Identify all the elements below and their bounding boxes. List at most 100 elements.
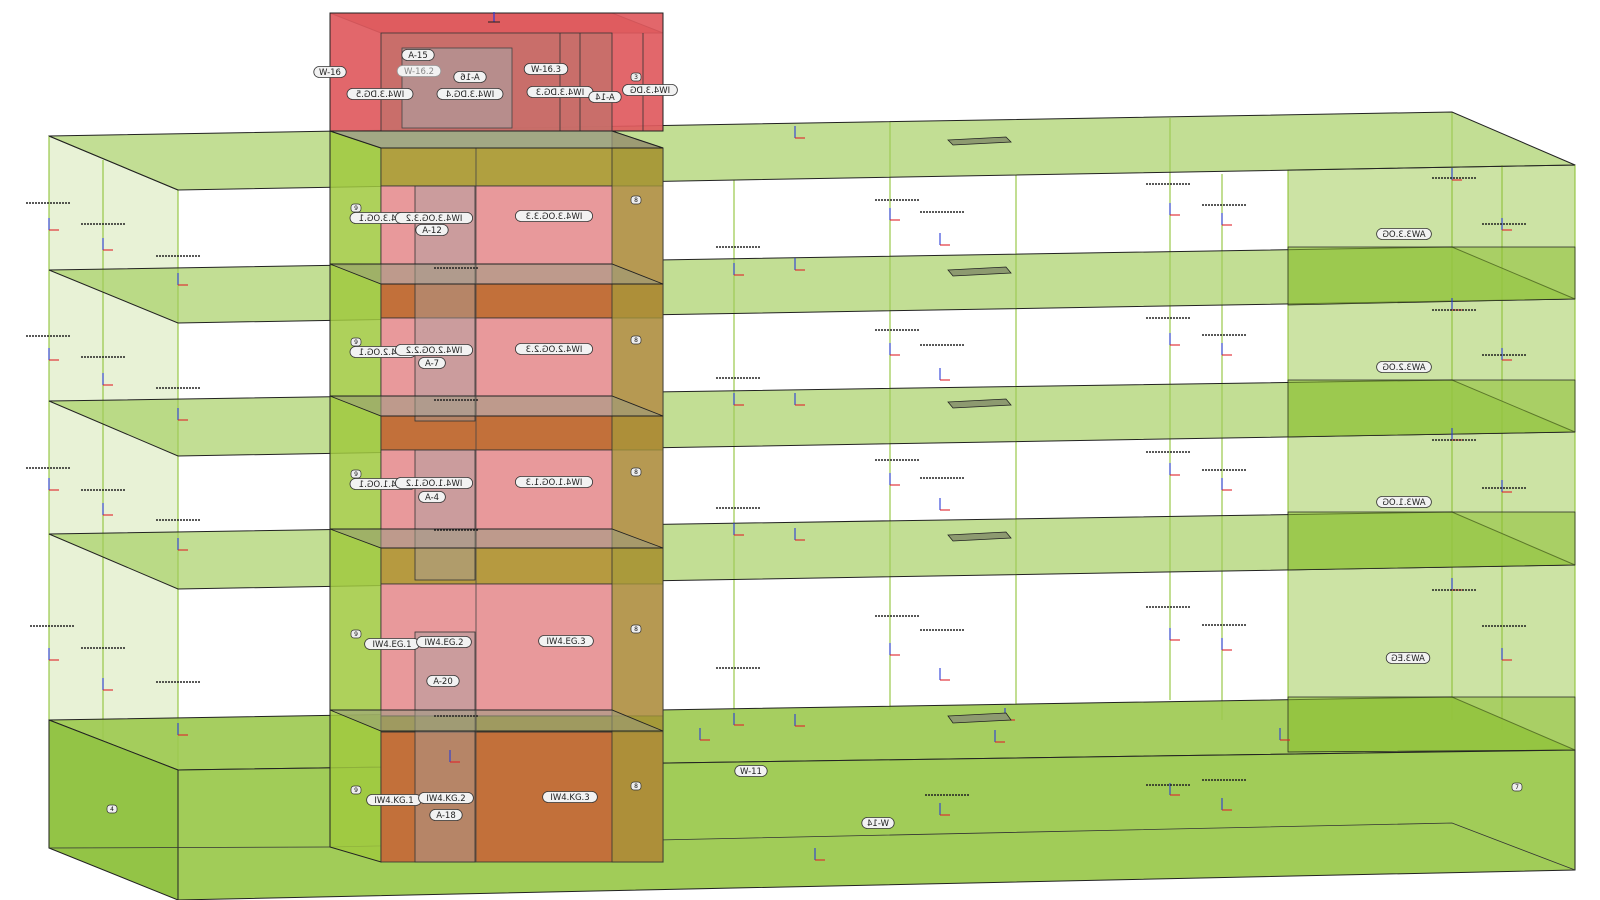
roof-structure [329, 12, 664, 149]
axis-marker [939, 668, 950, 681]
element-label-aweg[interactable]: AW3.EG [1385, 652, 1431, 665]
element-label-iw2og2[interactable]: IW4.2.OG.2.2 [394, 344, 473, 357]
element-label-text: IW4.KG.3 [550, 793, 589, 803]
element-label-text: IW4.2.OG.2.2 [406, 346, 463, 356]
axis-marker [177, 408, 188, 421]
element-label-text: W-11 [740, 767, 762, 777]
axis-marker [102, 373, 113, 386]
axis-marker [794, 393, 805, 406]
axis-marker [733, 393, 744, 406]
roof-stair-wall [401, 47, 513, 129]
axis-marker [48, 648, 59, 661]
element-label-text: IW4.3.DG.5 [356, 90, 404, 100]
element-label-iw3dg5[interactable]: IW4.3.DG.5 [346, 88, 414, 101]
element-tag-text: 9 [354, 339, 358, 346]
element-label-text: IW4.EG.2 [424, 638, 463, 648]
element-label-text: W-16 [319, 68, 341, 78]
element-label-iwkg1[interactable]: IW4.KG.1 [366, 794, 422, 807]
element-label-iw3dg4[interactable]: IW4.3.DG.4 [436, 88, 504, 101]
element-label-a12[interactable]: A-12 [415, 224, 449, 237]
left-end-wall [48, 135, 179, 771]
element-tag-text: 8 [634, 469, 638, 476]
element-tag[interactable]: 8 [630, 335, 642, 345]
element-label-a15[interactable]: A-15 [401, 49, 435, 62]
element-label-iw2og3[interactable]: IW4.2.OG.2.3 [515, 343, 594, 356]
element-label-text: IW4.1.OG.1.2 [406, 479, 463, 489]
element-label-w11[interactable]: W-11 [734, 765, 768, 778]
element-label-text: IW4.1.OG.1.3 [526, 478, 583, 488]
element-label-iwkg3[interactable]: IW4.KG.3 [542, 791, 598, 804]
axis-marker [794, 528, 805, 541]
element-tag[interactable]: 8 [630, 467, 642, 477]
element-tag[interactable]: 9 [350, 785, 362, 795]
axis-marker [449, 750, 460, 763]
element-label-iw3dgr[interactable]: IW4.3.DG [622, 84, 678, 97]
axis-marker [794, 258, 805, 271]
element-label-a16[interactable]: A-16 [453, 71, 487, 84]
element-label-iweg2[interactable]: IW4.EG.2 [416, 636, 472, 649]
element-tag[interactable]: 3 [630, 72, 642, 82]
element-label-w14[interactable]: W-14 [861, 817, 895, 830]
axis-marker [939, 368, 950, 381]
element-label-text: IW4.KG.1 [374, 796, 413, 806]
element-tag[interactable]: 4 [106, 804, 118, 814]
element-label-iw3dg3[interactable]: IW4.3.DG.3 [526, 86, 594, 99]
axis-marker [1501, 480, 1512, 493]
element-label-aw3og[interactable]: AW3.3.OG [1376, 228, 1432, 241]
core-inner-walls [414, 185, 476, 863]
element-label-text: A-15 [408, 51, 428, 61]
element-tag-text: 8 [634, 783, 638, 790]
axis-marker [733, 523, 744, 536]
element-tag[interactable]: 8 [630, 624, 642, 634]
element-label-w16[interactable]: W-16 [313, 66, 347, 79]
element-tag[interactable]: 9 [350, 337, 362, 347]
element-label-text: IW4.2.OG.2.3 [526, 345, 583, 355]
element-label-text: A-20 [433, 677, 453, 687]
element-label-iweg3[interactable]: IW4.EG.3 [538, 635, 594, 648]
core-landings [329, 263, 664, 732]
end-wall-shading [1287, 246, 1576, 753]
building-structure [48, 111, 1576, 900]
element-label-aw1og[interactable]: AW3.1.OG [1376, 496, 1432, 509]
element-tag[interactable]: 9 [350, 629, 362, 639]
element-label-text: IW4.EG.1 [372, 640, 411, 650]
element-label-text: AW3.3.OG [1382, 230, 1425, 240]
element-tag[interactable]: 9 [350, 203, 362, 213]
element-label-w162[interactable]: W-16.2 [396, 65, 442, 78]
element-tag-text: 3 [634, 74, 638, 81]
element-label-text: IW4.EG.3 [546, 637, 585, 647]
element-label-iw1og2[interactable]: IW4.1.OG.1.2 [394, 477, 473, 490]
element-tag[interactable]: 8 [630, 781, 642, 791]
element-label-a4[interactable]: A-4 [418, 491, 446, 504]
element-tag[interactable]: 8 [630, 195, 642, 205]
element-label-iw1og3[interactable]: IW4.1.OG.1.3 [515, 476, 594, 489]
axis-marker [939, 233, 950, 246]
element-tag[interactable]: 9 [350, 469, 362, 479]
element-label-w163[interactable]: W-16.3 [523, 63, 569, 76]
basement-back-edge [48, 822, 1576, 871]
element-tag-text: 8 [634, 197, 638, 204]
element-label-text: IW4.3.OG.3.2 [406, 214, 463, 224]
element-label-a20[interactable]: A-20 [426, 675, 460, 688]
element-tag-text: 8 [634, 626, 638, 633]
element-label-text: AW3.2.OG [1382, 363, 1425, 373]
element-tag[interactable]: 7 [1511, 782, 1523, 792]
axis-marker [1169, 203, 1180, 216]
element-label-iweg1[interactable]: IW4.EG.1 [364, 638, 420, 651]
element-label-text: A-16 [460, 73, 480, 83]
element-label-aw2og[interactable]: AW3.2.OG [1376, 361, 1432, 374]
element-tags: 4 9 9 9 9 9 8 8 8 8 8 3 7 [106, 72, 1523, 814]
axis-marker [939, 498, 950, 511]
axis-marker [1279, 728, 1290, 741]
element-label-a14[interactable]: A-14 [588, 91, 622, 104]
element-label-text: IW4.3.DG.4 [446, 90, 494, 100]
element-label-text: W-16.2 [404, 67, 434, 77]
element-label-a18[interactable]: A-18 [429, 809, 463, 822]
element-label-iwkg2[interactable]: IW4.KG.2 [418, 792, 474, 805]
axis-marker [794, 714, 805, 727]
element-label-iw3og3[interactable]: IW4.3.OG.3.3 [515, 210, 594, 223]
element-label-text: IW4.1.OG.1 [359, 480, 408, 490]
element-label-iw3og2[interactable]: IW4.3.OG.3.2 [394, 212, 473, 225]
element-label-a7[interactable]: A-7 [418, 357, 446, 370]
